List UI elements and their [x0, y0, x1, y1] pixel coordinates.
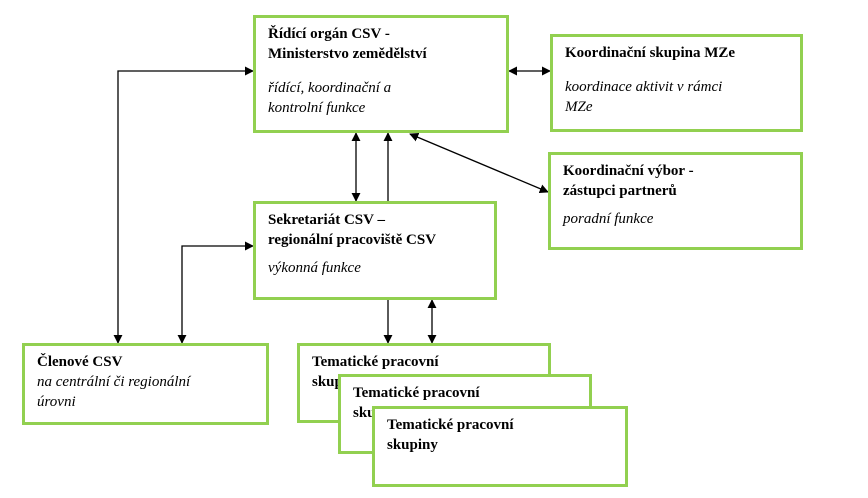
- ridici-desc-line1: řídící, koordinační a: [268, 80, 392, 96]
- clenove-desc-line1: na centrální či regionální: [37, 374, 191, 390]
- clenove-desc-line2: úrovni: [37, 394, 76, 410]
- arrow-ridici-clenove: [113, 66, 254, 344]
- koordinacni-skupina-title: Koordinační skupina MZe: [565, 45, 736, 61]
- tematicke-3-title-line2: skupiny: [387, 437, 438, 453]
- node-koordinacni-vybor: Koordinační výbor - zástupci partnerů po…: [548, 152, 803, 250]
- node-sekretariat: Sekretariát CSV – regionální pracoviště …: [253, 201, 497, 300]
- node-koordinacni-skupina: Koordinační skupina MZe koordinace aktiv…: [550, 34, 803, 132]
- koordinacni-vybor-title-line2: zástupci partnerů: [563, 183, 677, 199]
- node-tematicke-skupiny-3: Tematické pracovní skupiny: [372, 406, 628, 487]
- node-ridici-organ: Řídící orgán CSV - Ministerstvo zeměděls…: [253, 15, 509, 133]
- arrow-ridici-koordinacni-vybor: [409, 132, 549, 194]
- ridici-desc-line2: kontrolní funkce: [268, 100, 366, 116]
- arrow-sekretariat-clenove: [177, 241, 254, 344]
- ridici-title-line1: Řídící orgán CSV -: [268, 26, 390, 42]
- sekretariat-title-line2: regionální pracoviště CSV: [268, 232, 437, 248]
- koordinacni-skupina-desc-line1: koordinace aktivit v rámci: [565, 79, 723, 95]
- node-clenove: Členové CSV na centrální či regionální ú…: [22, 343, 269, 425]
- koordinacni-vybor-title-line1: Koordinační výbor -: [563, 163, 694, 179]
- tematicke-1-title-line1: Tematické pracovní: [312, 354, 439, 370]
- koordinacni-skupina-desc-line2: MZe: [565, 99, 593, 115]
- sekretariat-title-line1: Sekretariát CSV –: [268, 212, 385, 228]
- clenove-title: Členové CSV: [37, 354, 123, 370]
- koordinacni-vybor-desc: poradní funkce: [563, 211, 654, 227]
- ridici-title-line2: Ministerstvo zemědělství: [268, 46, 427, 62]
- tematicke-3-title-line1: Tematické pracovní: [387, 417, 514, 433]
- sekretariat-desc: výkonná funkce: [268, 260, 361, 276]
- tematicke-2-title-line1: Tematické pracovní: [353, 385, 480, 401]
